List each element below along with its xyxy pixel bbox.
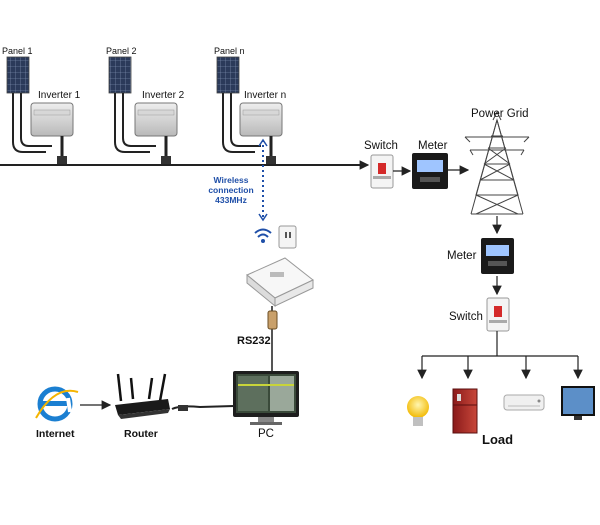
inverter-2 [134,102,178,137]
solar-panel-1 [6,56,30,94]
internet-label: Internet [36,428,75,440]
panel-1-group [6,56,74,164]
refrigerator-icon [452,388,478,434]
meter-top-label: Meter [418,140,448,152]
rs232-label: RS232 [237,335,271,347]
switch-side-label: Switch [449,311,483,323]
inverter-1 [30,102,74,137]
wireless-label: Wireless connection 433MHz [203,175,259,205]
router-label: Router [124,428,158,440]
television-icon [561,386,595,420]
inverter-1-label: Inverter 1 [38,90,81,101]
gateway-device [246,257,314,308]
air-conditioner-icon [503,394,545,411]
inverter-n [239,102,283,137]
panel-2-label: Panel 2 [106,46,137,56]
meter-top-device [412,153,448,189]
solar-panel-n [216,56,240,94]
light-bulb-icon [407,396,429,426]
router-device [115,373,170,419]
panel-n-label: Panel n [214,46,245,56]
inverter-2-label: Inverter 2 [142,90,185,101]
panel-1-label: Panel 1 [2,46,33,56]
switch-top-label: Switch [364,140,398,152]
wifi-icon [254,228,272,243]
meter-side-label: Meter [447,250,477,262]
wireless-line-3: 433MHz [215,195,247,205]
rs232-connector [267,310,278,330]
switch-top-device [370,154,394,189]
solar-panel-2 [108,56,132,94]
wireless-line-1: Wireless [213,175,249,185]
power-grid-label: Power Grid [471,108,529,120]
load-label: Load [482,432,514,447]
panel-2-group [108,56,178,164]
load-distribution-lines [417,331,583,380]
pc-label: PC [258,428,274,440]
internet-icon [35,386,79,422]
switch-side-device [486,297,510,332]
inverter-n-label: Inverter n [244,90,287,101]
wall-socket [278,225,297,249]
wireless-line-2: connection [208,185,254,195]
meter-side-device [481,238,514,274]
pc-monitor [233,371,299,425]
power-grid-tower [464,110,530,215]
panel-n-group [216,56,283,164]
